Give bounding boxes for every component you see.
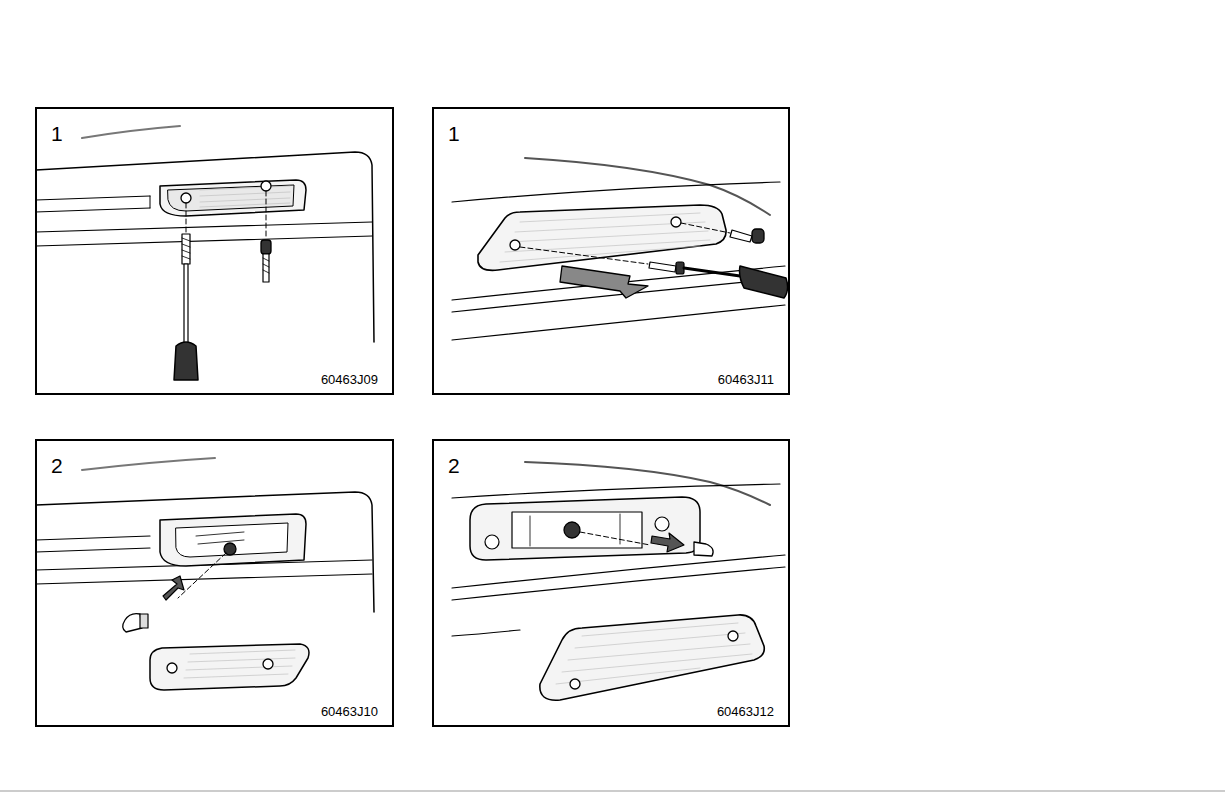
step-panel: 1 60463J11 [432,107,790,395]
stop-bulb-removal [452,462,785,700]
step-panel: 1 60463J09 [35,107,394,395]
step-panel: 2 60463J10 [35,439,394,727]
figure-code: 60463J10 [321,705,378,718]
figure-code: 60463J12 [717,705,774,718]
step-number: 1 [448,123,460,144]
step-number: 2 [448,455,460,476]
page-rule [0,791,1225,792]
licence-lamp-removal [36,126,374,380]
stop-lamp-removal [452,158,788,340]
step-panel: 2 60463J12 [432,439,790,727]
step-number: 2 [51,455,63,476]
licence-bulb-removal [36,458,374,690]
step-number: 1 [51,123,63,144]
figure-code: 60463J11 [718,373,774,386]
figure-code: 60463J09 [321,373,378,386]
